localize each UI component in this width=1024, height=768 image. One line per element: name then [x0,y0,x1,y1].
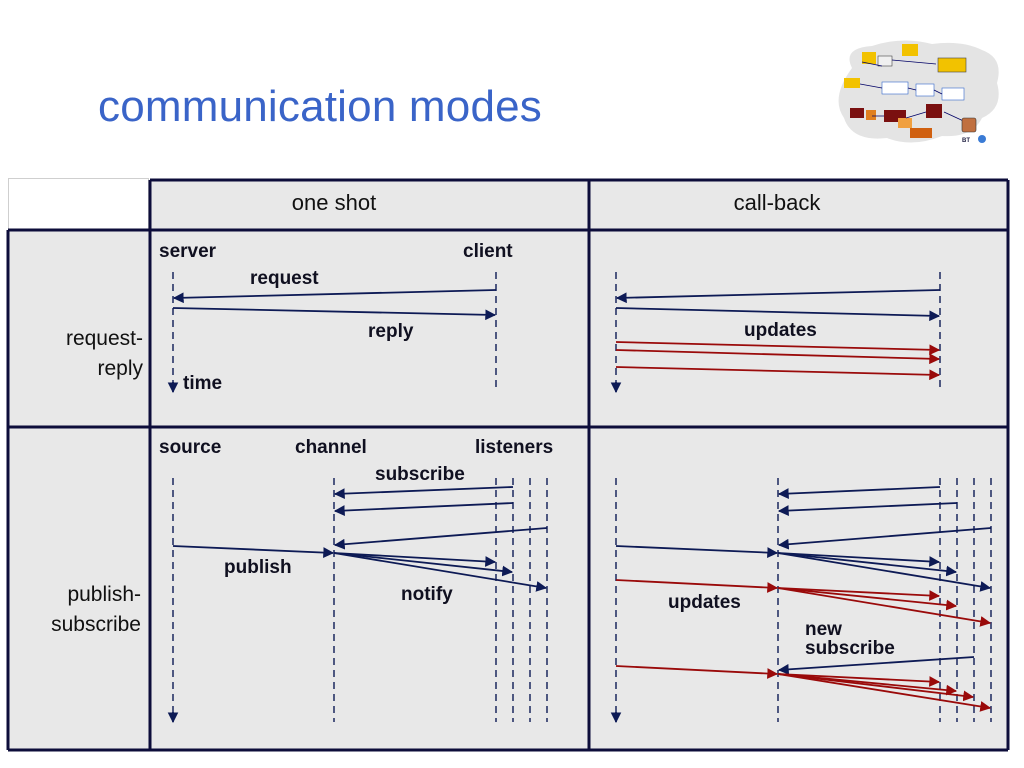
label-subscribe: subscribe [375,464,465,485]
label-server: server [159,241,217,262]
svg-text:BT: BT [962,138,970,144]
column-header-call-back: call-back [733,190,821,215]
label-source: source [159,437,222,458]
slide-title: communication modes [98,82,542,131]
label-client: client [463,241,513,262]
label-time: time [183,373,223,394]
label-new-subscribe: new subscribe [805,619,895,659]
workflow-logo: BT [838,40,999,144]
column-header-one-shot: one shot [291,190,377,215]
row-label-request-reply: request- reply [65,327,143,380]
request-reply-one-shot [172,272,497,392]
label-notify: notify [401,584,453,605]
row-label-publish-subscribe: publish- subscribe [51,583,141,636]
label-updates-publish-subscribe: updates [668,592,741,613]
label-listeners: listeners [475,437,554,458]
label-request: request [250,268,319,289]
label-channel: channel [295,437,367,458]
label-publish: publish [224,557,292,578]
label-reply: reply [368,321,414,342]
label-updates-request-reply: updates [744,320,817,341]
